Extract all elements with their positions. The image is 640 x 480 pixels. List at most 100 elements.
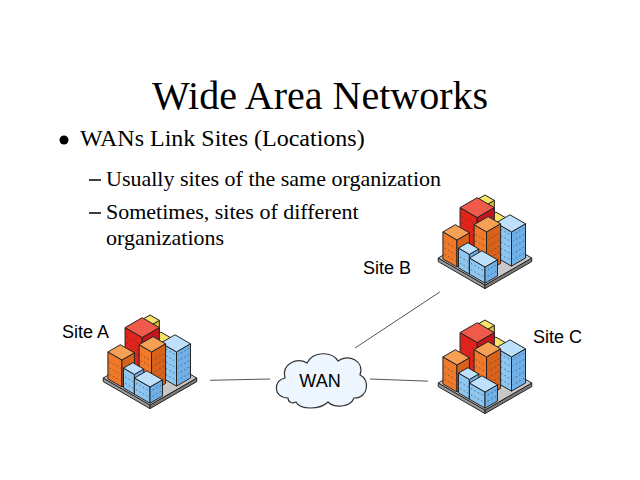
site-node: Site A: [58, 300, 210, 410]
window-row: [487, 272, 496, 277]
building-face: [460, 323, 494, 343]
bullet-text: WANs Link Sites (Locations): [80, 125, 500, 151]
window-row: [488, 234, 499, 240]
slide-title: Wide Area Networks: [0, 72, 640, 119]
window-row: [460, 263, 468, 268]
window-row: [125, 383, 133, 388]
window-row: [109, 374, 120, 380]
window-row: [488, 240, 499, 246]
cloud-outline: [276, 354, 366, 408]
window-row: [444, 379, 455, 385]
window-row: [476, 235, 485, 240]
sub-bullet-dash: [89, 179, 101, 181]
window-row: [487, 390, 496, 395]
window-row: [153, 366, 164, 372]
building-face: [469, 251, 497, 267]
building-cluster: [438, 320, 532, 414]
window-row: [444, 242, 455, 248]
building-cluster: [438, 195, 532, 289]
window-row: [444, 248, 455, 254]
sub-bullet-text: Usually sites of the same organization: [106, 166, 526, 192]
site-label: Site C: [533, 327, 582, 348]
window-row: [488, 371, 499, 377]
window-row: [460, 257, 468, 262]
window-row: [109, 368, 120, 374]
window-row: [513, 353, 524, 359]
window-row: [471, 388, 483, 395]
site-label: Site B: [363, 258, 411, 279]
window-row: [513, 372, 524, 378]
bullet-dot: [60, 136, 69, 145]
window-row: [136, 390, 148, 397]
window-row: [471, 395, 483, 402]
building-face: [108, 345, 135, 360]
window-row: [152, 385, 161, 390]
window-row: [462, 217, 476, 225]
window-row: [178, 361, 189, 367]
window-row: [476, 241, 485, 246]
window-row: [178, 374, 189, 380]
building-face: [443, 225, 470, 240]
window-row: [488, 365, 499, 371]
window-row: [513, 235, 524, 241]
window-row: [153, 360, 164, 366]
window-row: [178, 355, 189, 361]
window-row: [141, 355, 150, 360]
window-row: [178, 348, 189, 354]
cloud-label: WAN: [299, 371, 340, 392]
window-row: [513, 366, 524, 372]
site-label: Site A: [62, 322, 109, 343]
window-row: [152, 392, 161, 397]
window-row: [462, 342, 476, 350]
window-row: [136, 383, 148, 390]
window-row: [141, 361, 150, 366]
window-row: [444, 373, 455, 379]
building-face: [460, 198, 494, 218]
building-face: [139, 337, 166, 352]
site-node: Site B: [360, 180, 550, 292]
network-link: [355, 292, 440, 348]
network-link: [210, 379, 270, 380]
window-row: [125, 377, 133, 382]
wan-cloud: WAN: [270, 348, 370, 410]
sub-bullet-dash: [89, 212, 101, 214]
network-link: [370, 379, 428, 381]
building-face: [123, 363, 143, 375]
building-face: [474, 217, 501, 232]
building-face: [125, 318, 159, 338]
building-face: [443, 350, 470, 365]
window-row: [487, 265, 496, 270]
window-row: [513, 379, 524, 385]
window-row: [487, 397, 496, 402]
window-row: [513, 254, 524, 260]
building-face: [474, 342, 501, 357]
building-face: [134, 371, 162, 387]
building-face: [469, 376, 497, 392]
window-row: [488, 246, 499, 252]
window-row: [513, 241, 524, 247]
window-row: [460, 388, 468, 393]
sub-bullet-text: Sometimes, sites of different organizati…: [106, 199, 406, 251]
window-row: [513, 228, 524, 234]
site-node: Site C: [428, 305, 596, 417]
building-cluster: [103, 315, 197, 409]
window-row: [127, 337, 141, 345]
window-row: [460, 382, 468, 387]
window-row: [178, 367, 189, 373]
window-row: [488, 359, 499, 365]
building-face: [458, 368, 478, 380]
window-row: [476, 360, 485, 365]
window-row: [444, 367, 455, 373]
building-face: [458, 243, 478, 255]
window-row: [471, 270, 483, 277]
window-row: [471, 263, 483, 270]
window-row: [153, 354, 164, 360]
window-row: [444, 254, 455, 260]
window-row: [476, 366, 485, 371]
window-row: [109, 362, 120, 368]
window-row: [513, 247, 524, 253]
window-row: [513, 360, 524, 366]
